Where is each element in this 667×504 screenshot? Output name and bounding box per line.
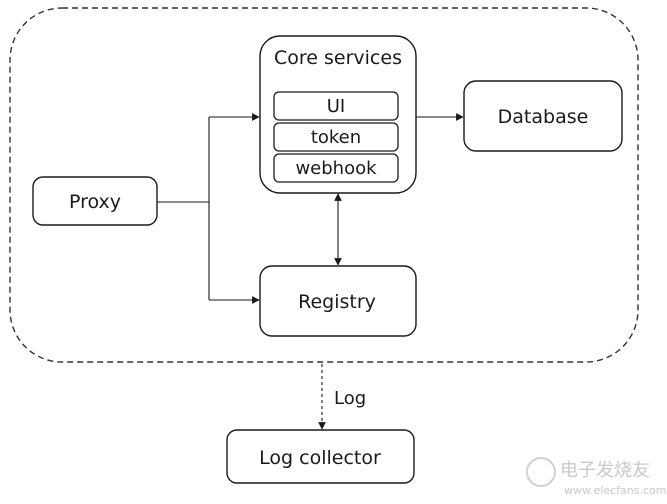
proxy-node[interactable]: Proxy [32, 176, 158, 226]
watermark-text: 电子发烧友 [560, 460, 650, 481]
log-collector-label: Log collector [259, 447, 381, 469]
core-item-webhook[interactable]: webhook [273, 153, 399, 183]
log-collector-node[interactable]: Log collector [226, 429, 415, 484]
core-item-token[interactable]: token [273, 122, 399, 152]
watermark: 电子发烧友 www.elecfans.com [526, 457, 666, 497]
core-services-node[interactable]: Core services UI token webhook [259, 35, 417, 194]
core-item-ui-label: UI [327, 96, 345, 117]
core-item-token-label: token [311, 127, 361, 148]
core-item-webhook-label: webhook [295, 158, 377, 179]
edge-log-label: Log [334, 388, 366, 409]
proxy-label: Proxy [69, 191, 121, 213]
watermark-logo-icon [526, 457, 556, 487]
database-node[interactable]: Database [463, 80, 623, 152]
core-item-ui[interactable]: UI [273, 91, 399, 121]
cluster-boundary [9, 7, 639, 363]
registry-node[interactable]: Registry [259, 265, 417, 337]
core-services-title: Core services [274, 47, 402, 69]
registry-label: Registry [298, 291, 376, 313]
database-label: Database [498, 106, 589, 128]
watermark-url: www.elecfans.com [564, 484, 666, 497]
